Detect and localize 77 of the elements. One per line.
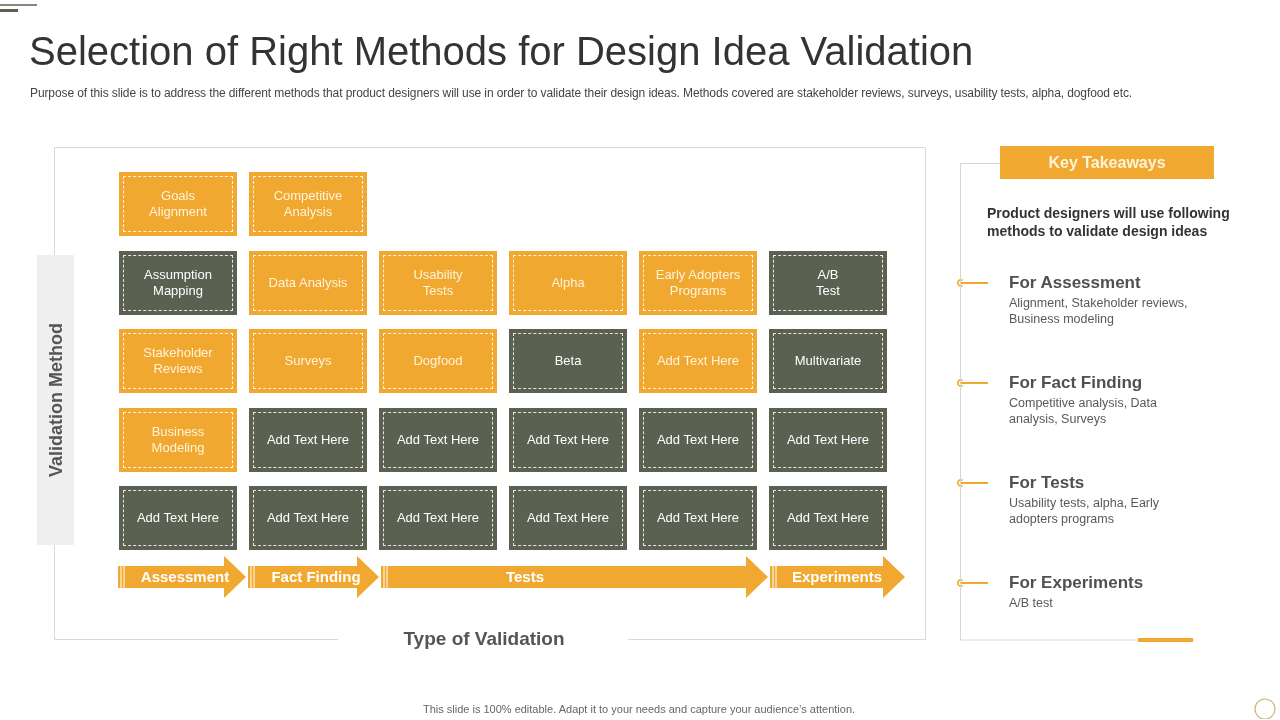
method-label: Add Text Here — [526, 510, 610, 526]
axis-title: Type of Validation — [403, 628, 565, 650]
method-label: Beta — [554, 353, 582, 369]
intro-text: Product designers will use following methods to validate design ideas — [987, 204, 1231, 240]
method-label: Usability Tests — [412, 267, 464, 299]
method-tile — [119, 172, 237, 236]
method-tile — [119, 329, 237, 393]
section-heading: For Assessment — [1009, 273, 1141, 293]
method-label: Add Text Here — [396, 510, 480, 526]
method-tile — [509, 329, 627, 393]
method-label: Add Text Here — [656, 353, 740, 369]
method-tile — [769, 329, 887, 393]
method-tile — [249, 486, 367, 550]
header-label: Key Takeaways — [1048, 153, 1166, 172]
section-text: Alignment, Stakeholder reviews, Business modeling — [1009, 295, 1189, 327]
method-label: Surveys — [284, 353, 332, 369]
method-tile — [249, 329, 367, 393]
method-tile — [509, 251, 627, 315]
stage-banner — [248, 556, 379, 598]
stage-banner — [381, 556, 768, 598]
stage-banner — [770, 556, 905, 598]
method-label: A/B Test — [815, 267, 841, 299]
stage-label: Experiments — [792, 567, 882, 587]
method-label: Goals Alignment — [148, 188, 208, 220]
method-tile — [379, 408, 497, 472]
method-label: Add Text Here — [786, 510, 870, 526]
section-heading: For Tests — [1009, 473, 1085, 493]
method-label: Add Text Here — [656, 510, 740, 526]
method-tile — [769, 486, 887, 550]
method-label: Add Text Here — [526, 432, 610, 448]
method-tile — [119, 251, 237, 315]
section-heading: For Fact Finding — [1009, 373, 1143, 393]
method-tile — [249, 251, 367, 315]
method-label: Data Analysis — [268, 275, 348, 291]
method-tile — [769, 408, 887, 472]
method-label: Stakeholder Reviews — [142, 345, 214, 377]
method-label: Add Text Here — [656, 432, 740, 448]
method-tile — [119, 486, 237, 550]
method-tile — [769, 251, 887, 315]
method-label: Add Text Here — [396, 432, 480, 448]
method-tile — [379, 486, 497, 550]
stage-label: Assessment — [140, 567, 230, 587]
method-tile — [639, 408, 757, 472]
header-bar — [1000, 146, 1214, 179]
footer-note: This slide is 100% editable. Adapt it to your needs and capture your audience’s attention. — [422, 702, 856, 717]
method-tile — [249, 408, 367, 472]
stage-label: Tests — [505, 567, 545, 587]
method-label: Add Text Here — [266, 510, 350, 526]
method-tile — [509, 486, 627, 550]
section-heading: For Experiments — [1009, 573, 1144, 593]
axis-title: Validation Method — [44, 323, 67, 477]
method-tile — [639, 486, 757, 550]
section-text: Competitive analysis, Data analysis, Surveys — [1009, 395, 1158, 427]
section-text: A/B test — [1009, 595, 1054, 611]
subtitle-text: Purpose of this slide is to address the different methods that product designers will use in order to validate their design ideas. Methods covered are stakeholder reviews, surveys, usability tests, alpha, dogfood etc. — [30, 86, 1133, 101]
method-label: Add Text Here — [786, 432, 870, 448]
stage-banner — [118, 556, 246, 598]
method-tile — [379, 329, 497, 393]
method-tile — [379, 251, 497, 315]
method-label: Dogfood — [413, 353, 463, 369]
stage-label: Fact Finding — [271, 567, 361, 587]
method-tile — [509, 408, 627, 472]
method-label: Multivariate — [794, 353, 862, 369]
method-label: Early Adopters Programs — [654, 267, 742, 299]
method-label: Competitive Analysis — [272, 188, 344, 220]
method-label: Alpha — [551, 275, 585, 291]
axis-band — [37, 255, 74, 545]
method-tile — [249, 172, 367, 236]
section-text: Usability tests, alpha, Early adopters programs — [1009, 495, 1161, 527]
slide-title: Selection of Right Methods for Design Idea Validation — [29, 28, 974, 75]
method-tile — [639, 251, 757, 315]
method-label: Add Text Here — [266, 432, 350, 448]
method-label: Assumption Mapping — [143, 267, 213, 299]
method-label: Business Modeling — [150, 424, 206, 456]
method-tile — [119, 408, 237, 472]
method-tile — [639, 329, 757, 393]
method-label: Add Text Here — [136, 510, 220, 526]
